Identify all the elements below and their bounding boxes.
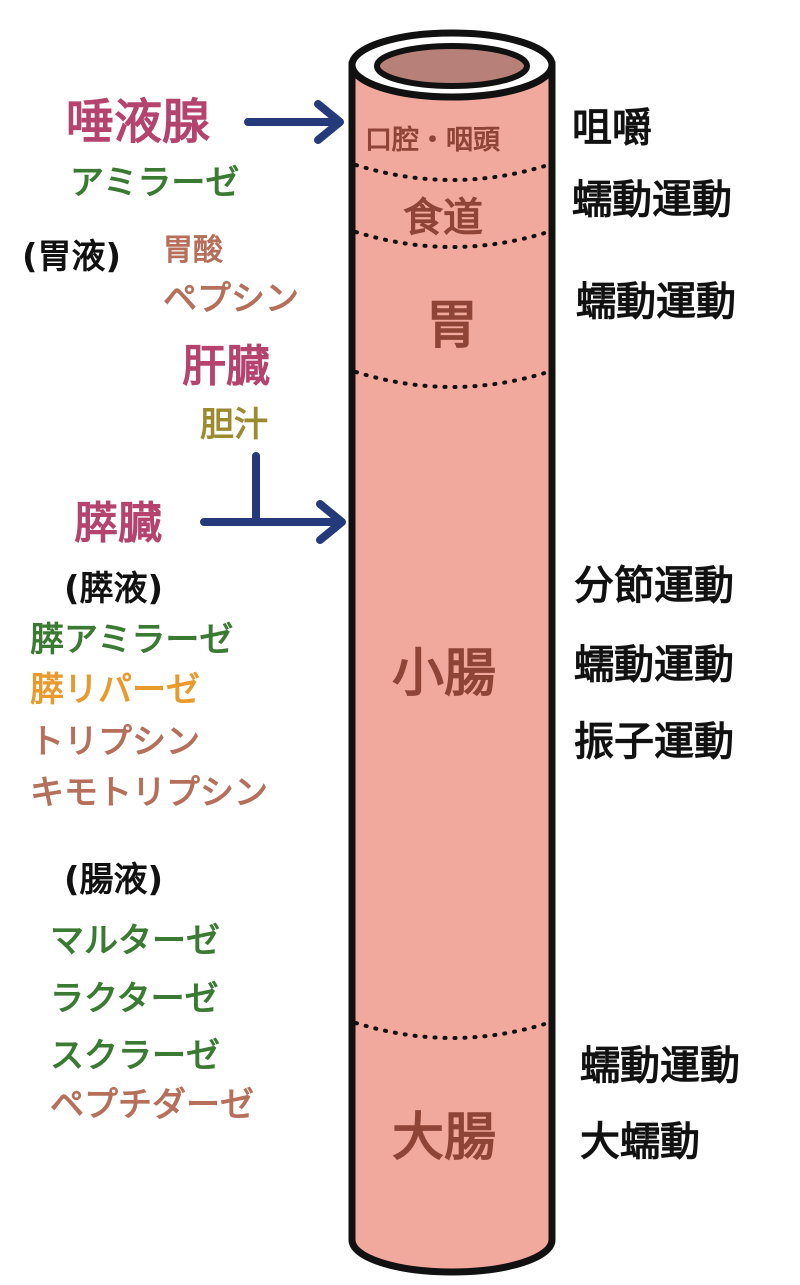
chymotrypsin-label: キモトリプシン (30, 773, 268, 813)
pancreatic-juice-label: (膵液) (64, 569, 164, 609)
divider-esophagus-stomach (354, 230, 550, 249)
salivary-gland-label: 唾液腺 (66, 94, 211, 150)
peptidase-label: ペプチダーゼ (50, 1085, 254, 1125)
gastric-acid-label: 胃酸 (163, 233, 223, 268)
mouth-motion-label: 咀嚼 (572, 105, 652, 151)
segment-dividers (354, 163, 550, 1040)
large-intestine-motion-1-label: 蠕動運動 (580, 1043, 740, 1089)
sucrase-label: スクラーゼ (50, 1036, 220, 1076)
segment-stomach-label: 胃 (426, 296, 479, 356)
segment-large-intestine-label: 大腸 (392, 1108, 497, 1168)
small-intestine-motion-1-label: 分節運動 (574, 563, 734, 609)
small-intestine-motion-2-label: 蠕動運動 (574, 642, 734, 688)
segment-small-intestine-label: 小腸 (392, 644, 497, 704)
tube-opening (374, 43, 530, 89)
divider-stomach-small-intestine (354, 370, 550, 389)
pancreas-arrow (200, 500, 346, 544)
small-intestine-motion-3-label: 振子運動 (574, 719, 734, 765)
pancreatic-amylase-label: 膵アミラーゼ (30, 620, 234, 660)
divider-mouth-esophagus (354, 163, 550, 182)
divider-small-large-intestine (354, 1021, 550, 1040)
stomach-motion-label: 蠕動運動 (576, 279, 736, 325)
maltase-label: マルターゼ (50, 921, 220, 961)
liver-label: 肝臓 (182, 341, 270, 392)
large-intestine-motion-2-label: 大蠕動 (580, 1119, 700, 1165)
salivary-arrow (244, 100, 344, 144)
tube-body (348, 61, 556, 1276)
pancreatic-lipase-label: 膵リパーゼ (30, 670, 200, 710)
arrows (200, 100, 346, 544)
salivary-amylase-label: アミラーゼ (70, 163, 240, 203)
lactase-label: ラクターゼ (50, 979, 219, 1019)
trypsin-label: トリプシン (30, 722, 200, 762)
segment-esophagus-label: 食道 (403, 195, 483, 241)
pancreas-label: 膵臓 (74, 498, 162, 549)
esophagus-motion-label: 蠕動運動 (572, 177, 732, 223)
bile-label: 胆汁 (200, 405, 268, 445)
digestive-tube (348, 29, 556, 1276)
intestinal-juice-label: (腸液) (64, 860, 164, 900)
gastric-juice-label: (胃液) (22, 237, 122, 277)
pepsin-label: ペプシン (163, 279, 299, 319)
segment-mouth-label: 口腔・咽頭 (365, 125, 500, 156)
